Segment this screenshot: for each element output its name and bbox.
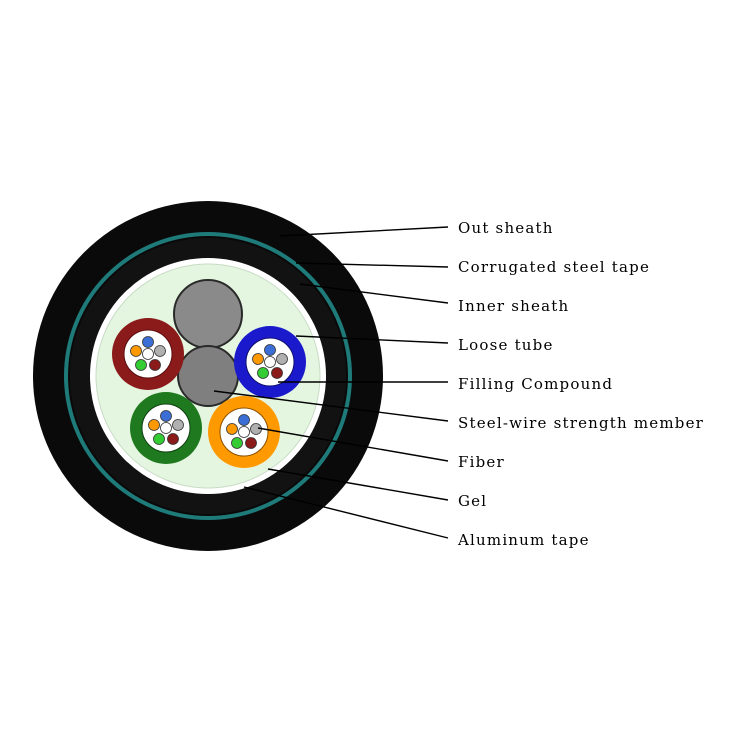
fiber-group [130,336,166,371]
loose-tube-blue [234,326,306,398]
fiber-group [226,414,262,449]
leader-lines [213,226,449,539]
loose-tube-red [112,318,184,390]
leader-corrugated-steel-tape [295,262,449,268]
label-corrugated-steel-tape: Corrugated steel tape [458,258,650,276]
label-loose-tube: Loose tube [458,336,554,354]
cable-body [33,201,383,551]
label-fiber: Fiber [458,453,505,471]
leader-loose-tube [295,335,449,344]
leader-aluminum-tape [243,486,449,539]
label-aluminum-tape: Aluminum tape [457,531,590,549]
label-gel: Gel [458,492,487,510]
label-filling-compound: Filling Compound [458,375,613,393]
fiber-group [148,410,184,445]
label-steel-wire-strength-member: Steel-wire strength member [458,414,704,432]
filler-rod [173,279,243,349]
leader-fiber [257,427,449,462]
leader-out-sheath [279,226,449,237]
labels: Out sheath Corrugated steel tape Inner s… [457,219,704,549]
steel-wire-strength-member [177,345,239,407]
leader-inner-sheath [299,283,449,304]
corrugated-steel-tape [64,232,352,520]
label-out-sheath: Out sheath [458,219,554,237]
leader-gel [267,468,449,501]
fiber-group [252,344,288,379]
leader-strength-member [213,390,449,422]
loose-tube-green [130,392,202,464]
loose-tube-orange [208,396,280,468]
label-inner-sheath: Inner sheath [458,297,569,315]
